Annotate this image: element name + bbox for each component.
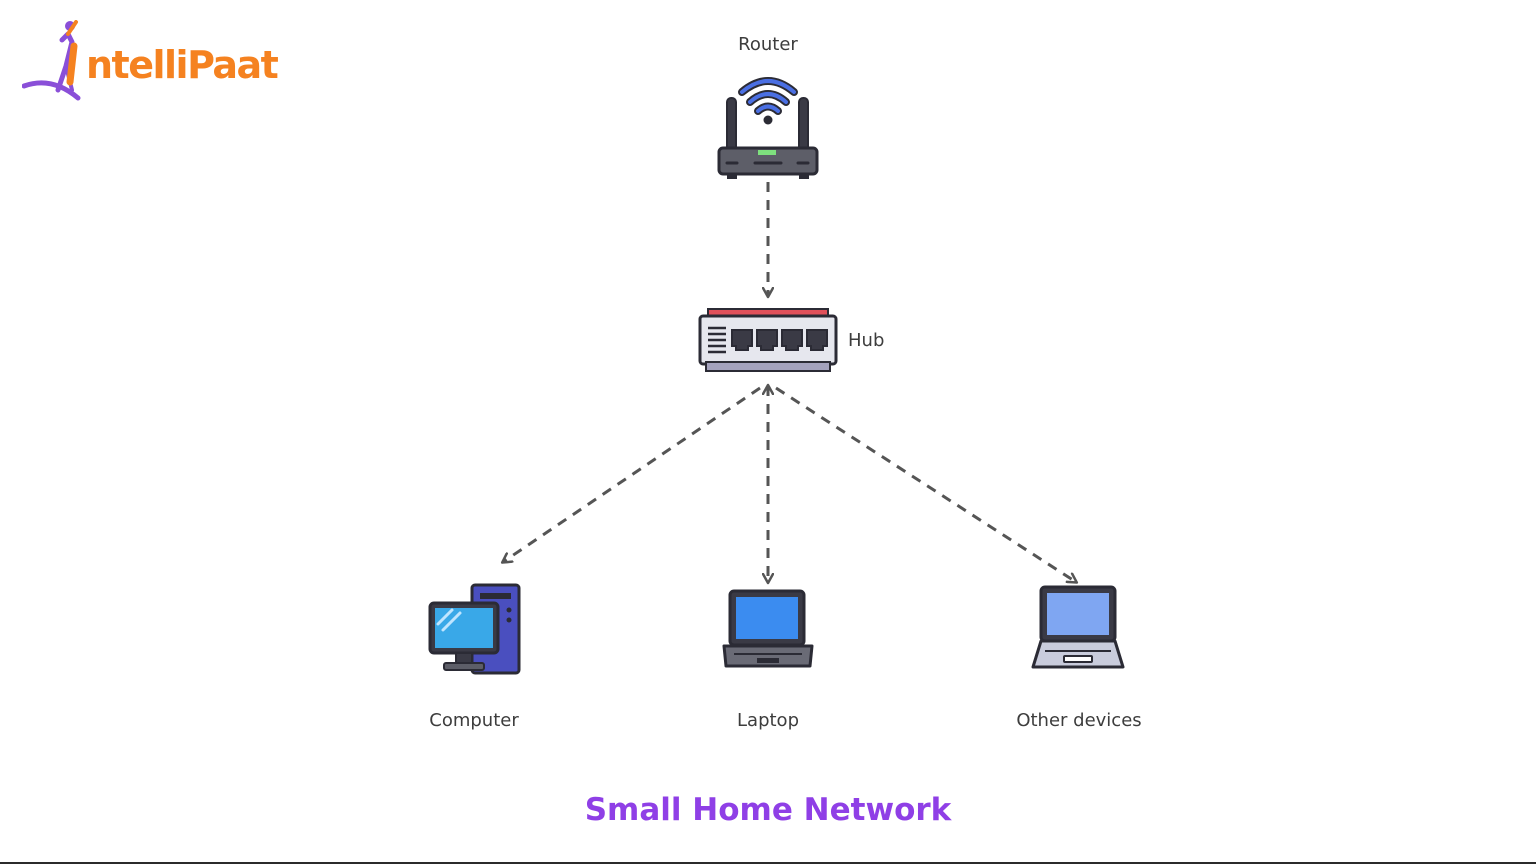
edge-hub-other (775, 386, 1076, 582)
logo-figure-icon (21, 20, 81, 101)
other-device-laptop-icon (1031, 585, 1125, 669)
hub-label: Hub (848, 330, 885, 351)
logo-wordmark: ntelliPaat (86, 43, 279, 87)
bottom-divider (0, 862, 1536, 864)
computer-label: Computer (429, 710, 519, 731)
laptop-icon (722, 589, 814, 668)
router-label: Router (738, 34, 798, 55)
intellipaat-logo: ntelliPaat (21, 20, 279, 106)
edge-hub-computer (503, 386, 761, 562)
wifi-router-icon (717, 77, 819, 179)
desktop-computer-icon (428, 583, 521, 675)
other-devices-label: Other devices (1016, 710, 1142, 731)
diagram-caption: Small Home Network (584, 792, 952, 828)
network-hub-icon (698, 308, 838, 372)
laptop-label: Laptop (737, 710, 799, 731)
